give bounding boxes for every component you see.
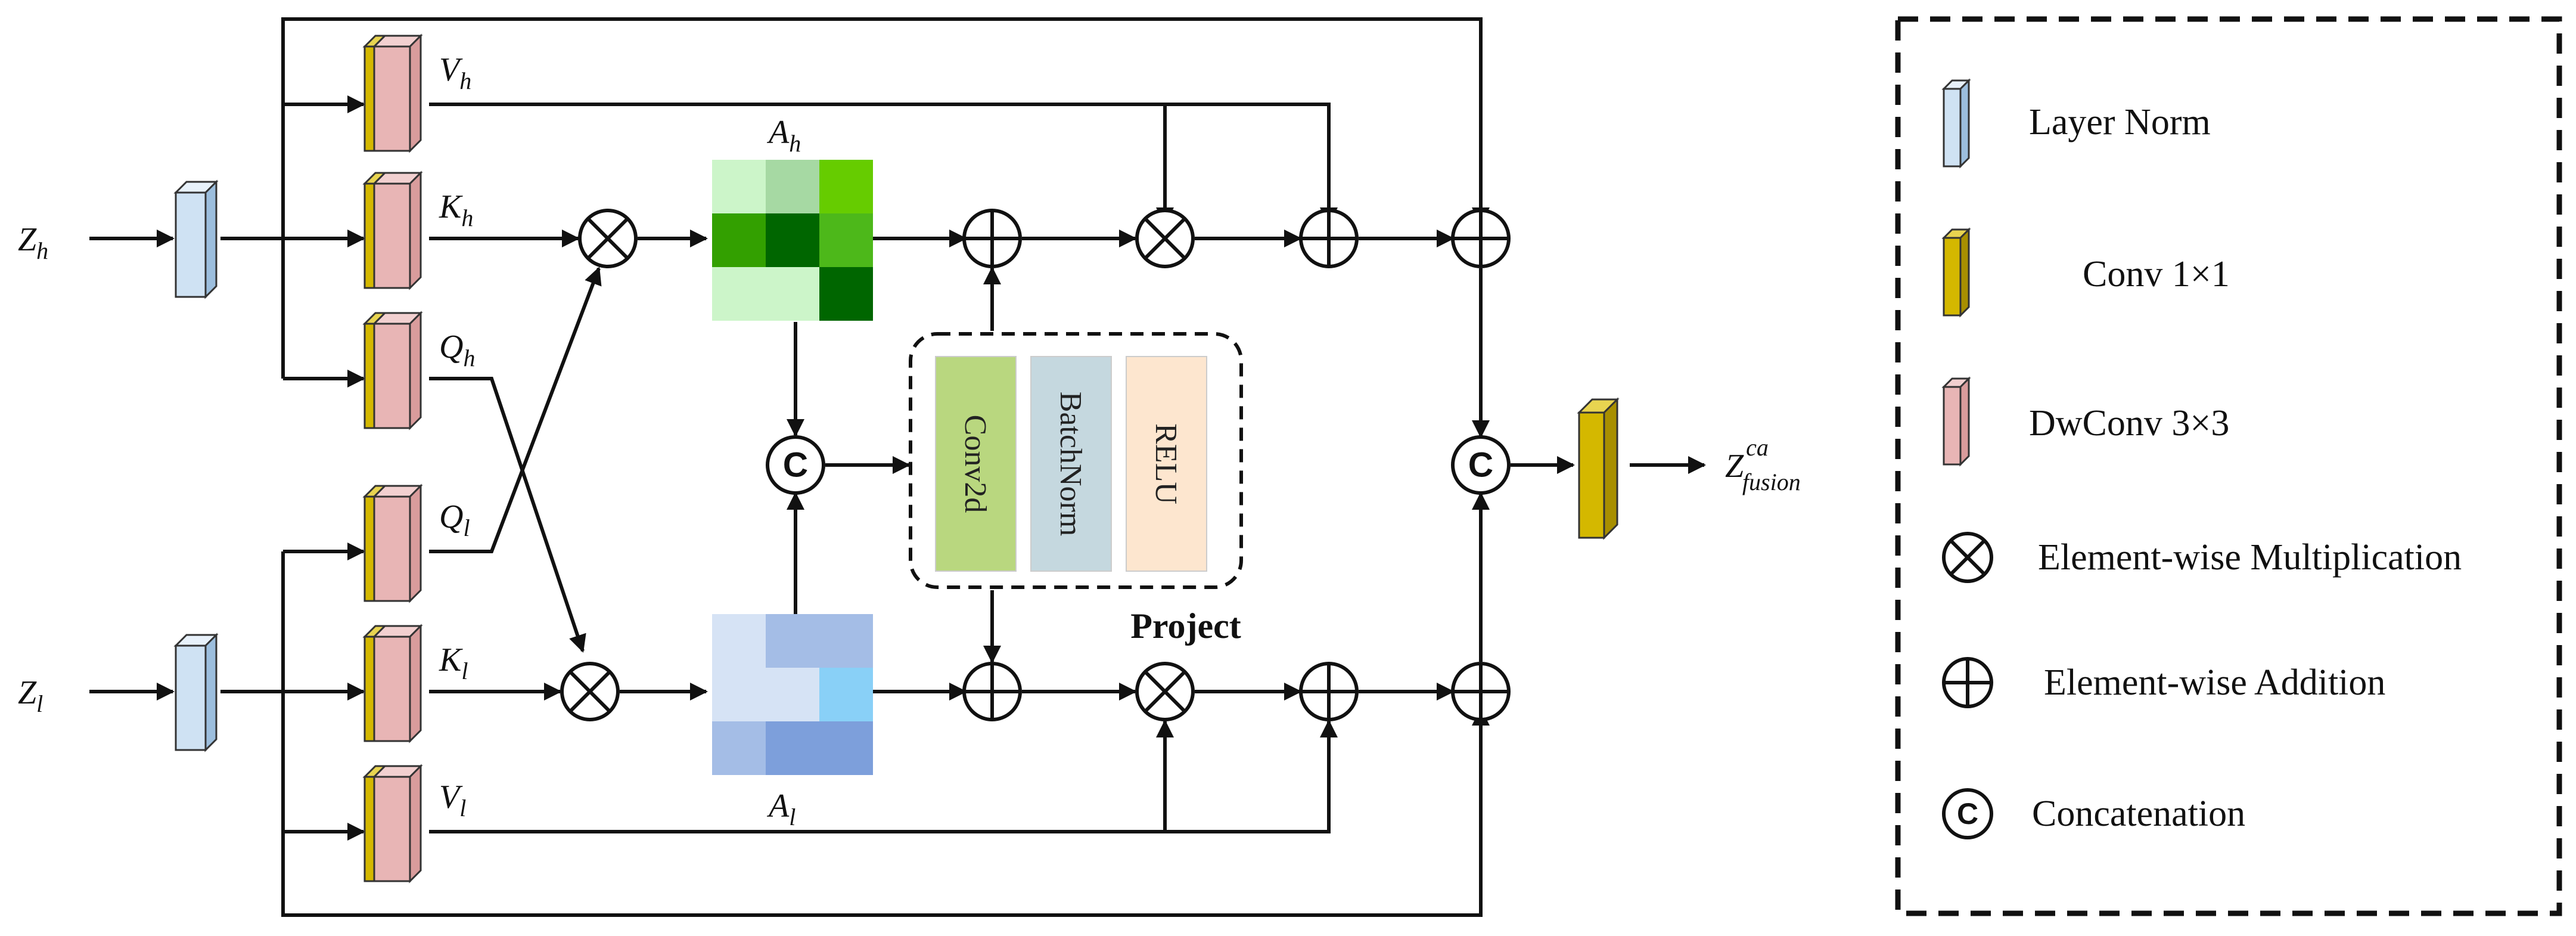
layer-norm-l — [173, 633, 219, 752]
legend-concat-icon: C — [1942, 788, 1993, 839]
legend-label-dwconv: DwConv 3×3 — [2029, 403, 2229, 444]
zh-label: Zh — [18, 221, 48, 264]
relu-layer — [1126, 356, 1207, 572]
vl-to-add-wire — [429, 720, 1338, 833]
ah-grid-cell — [712, 267, 766, 321]
vh-label: Vh — [439, 51, 471, 94]
block-vh — [362, 33, 423, 153]
attention-map-ah — [712, 160, 873, 321]
ah-grid-cell — [819, 213, 873, 267]
legend-label-concatenation: Concatenation — [2032, 794, 2245, 834]
batchnorm-label: BatchNorm — [1054, 392, 1087, 537]
add-h2-icon — [1299, 209, 1359, 268]
project-dashed-box — [909, 332, 1243, 589]
add-l1-icon — [962, 662, 1022, 721]
project-module: Conv2d BatchNorm RELU Project — [909, 332, 1243, 646]
al-grid-cell — [819, 721, 873, 775]
multiply-l2-icon — [1135, 662, 1195, 721]
qh-cross-wire — [429, 377, 586, 653]
al-grid-cell — [819, 668, 873, 721]
al-grid-cell — [766, 668, 819, 721]
zh-skip-wire — [281, 17, 1490, 225]
al-grid-cell — [819, 614, 873, 668]
legend-label-multiplication: Element-wise Multiplication — [2038, 537, 2462, 578]
multiply-h2-icon — [1135, 209, 1195, 268]
ah-grid-cell — [712, 213, 766, 267]
zl-label: Zl — [18, 674, 43, 717]
attention-map-al — [712, 614, 873, 775]
al-grid-cell — [766, 721, 819, 775]
dwconv-3x3-icon — [1941, 376, 1971, 467]
ah-grid-cell — [766, 213, 819, 267]
concat-attn-icon: C — [766, 435, 825, 495]
block-ql — [362, 484, 423, 603]
vh-to-add-wire — [429, 103, 1338, 225]
block-qh — [362, 311, 423, 430]
add-l2-icon — [1299, 662, 1359, 721]
ah-grid-cell — [712, 160, 766, 213]
legend-add-icon — [1942, 657, 1993, 708]
layer-norm-h — [173, 179, 219, 299]
layer-norm-icon — [1941, 78, 1971, 169]
block-kh — [362, 171, 423, 290]
al-label: Al — [766, 788, 796, 830]
multiply-h-icon — [578, 209, 638, 268]
legend-multiply-icon — [1942, 532, 1993, 583]
conv-1x1-icon — [1941, 227, 1971, 318]
ah-grid-cell — [819, 160, 873, 213]
ah-grid-cell — [819, 267, 873, 321]
add-h3-icon — [1451, 209, 1511, 268]
ah-grid-cell — [766, 160, 819, 213]
batchnorm-layer — [1030, 356, 1112, 572]
zl-skip-wire — [281, 708, 1490, 917]
al-grid-cell — [766, 614, 819, 668]
svg-text:C: C — [783, 446, 808, 485]
multiply-l-icon — [560, 662, 620, 721]
conv2d-layer — [935, 356, 1017, 572]
al-grid-cell — [712, 668, 766, 721]
blocks — [173, 33, 1620, 884]
ql-label: Ql — [439, 498, 470, 541]
block-kl — [362, 624, 423, 743]
ah-grid-cell — [766, 267, 819, 321]
kh-label: Kh — [439, 188, 473, 231]
output-conv-block — [1577, 397, 1620, 540]
al-grid-cell — [712, 721, 766, 775]
svg-text:C: C — [1468, 446, 1493, 485]
conv2d-label: Conv2d — [958, 415, 992, 513]
al-grid-cell — [712, 614, 766, 668]
legend: C Layer Norm Conv 1×1 DwConv 3×3 Element… — [1895, 16, 2562, 916]
legend-label-conv: Conv 1×1 — [2083, 254, 2230, 295]
ah-label: Ah — [766, 114, 801, 157]
legend-box — [1895, 16, 2562, 916]
ql-cross-wire — [429, 266, 602, 553]
kl-label: Kl — [439, 641, 468, 684]
legend-label-layer-norm: Layer Norm — [2029, 102, 2211, 142]
block-vl — [362, 764, 423, 884]
add-l3-icon — [1451, 662, 1511, 721]
concat-final-icon: C — [1451, 435, 1511, 495]
qh-label: Qh — [439, 328, 475, 371]
add-h1-icon — [962, 209, 1022, 268]
legend-icons: C — [1941, 78, 1993, 839]
vl-label: Vl — [439, 779, 466, 822]
svg-text:C: C — [1957, 797, 1978, 830]
legend-label-addition: Element-wise Addition — [2044, 662, 2385, 703]
project-title: Project — [1130, 606, 1241, 646]
relu-label: RELU — [1149, 423, 1183, 504]
wires — [89, 17, 1706, 917]
